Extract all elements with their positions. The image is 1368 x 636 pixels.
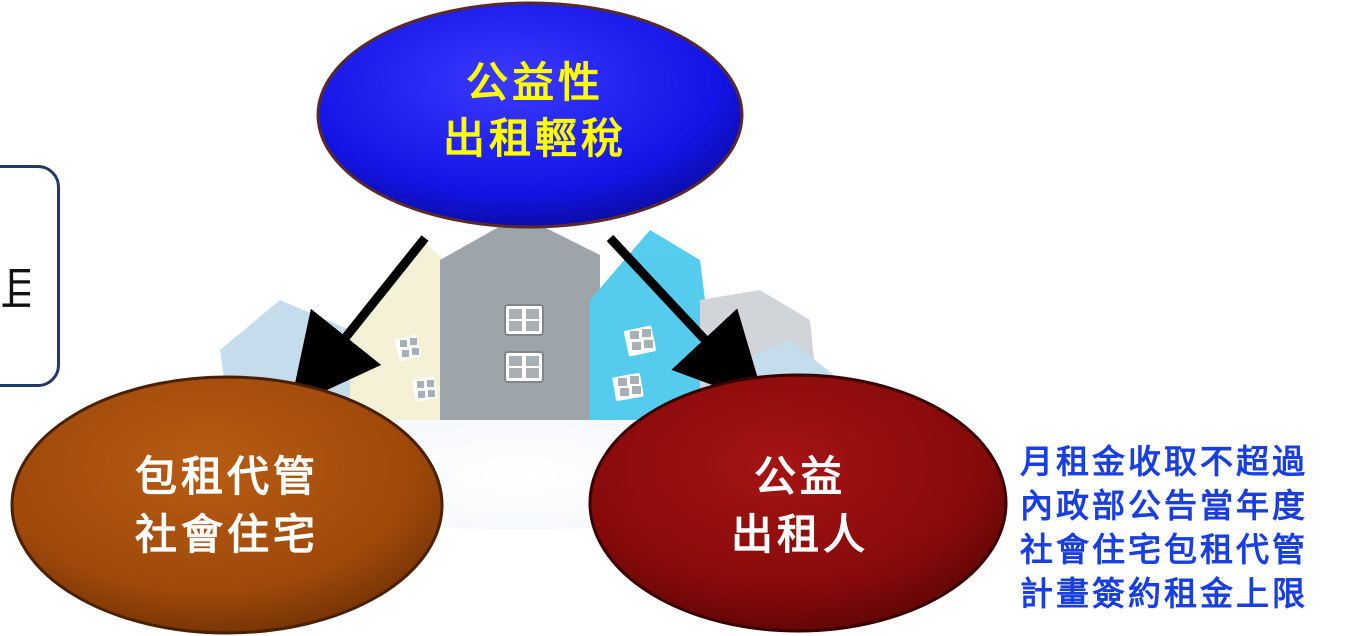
node-top-line1: 公益性 — [465, 58, 604, 107]
arrow-top-to-left — [289, 235, 429, 408]
node-left-line1: 包租代管 — [134, 452, 319, 501]
left-partial-box-text: 且 — [0, 264, 30, 314]
note-line-4: 計畫簽約租金上限 — [1020, 574, 1308, 613]
node-left-label: 包租代管 社會住宅 — [97, 448, 357, 564]
node-left-ellipse — [10, 375, 444, 635]
left-partial-box — [0, 165, 60, 387]
note-line-2: 內政部公告當年度 — [1020, 486, 1308, 525]
node-top-ellipse — [316, 1, 744, 229]
node-right-line2: 出租人 — [730, 510, 869, 559]
note-line-3: 社會住宅包租代管 — [1020, 530, 1308, 569]
note-line-1: 月租金收取不超過 — [1020, 442, 1308, 481]
node-top-label: 公益性 出租輕稅 — [430, 55, 640, 167]
arrow-top-to-right — [606, 234, 766, 405]
node-left-line2: 社會住宅 — [134, 510, 319, 559]
node-right-line1: 公益 — [753, 452, 846, 501]
node-right-ellipse — [588, 373, 1008, 633]
node-top-line2: 出租輕稅 — [442, 114, 627, 163]
rent-cap-note: 月租金收取不超過 內政部公告當年度 社會住宅包租代管 計畫簽約租金上限 — [1020, 440, 1308, 616]
node-right-label: 公益 出租人 — [700, 448, 900, 564]
